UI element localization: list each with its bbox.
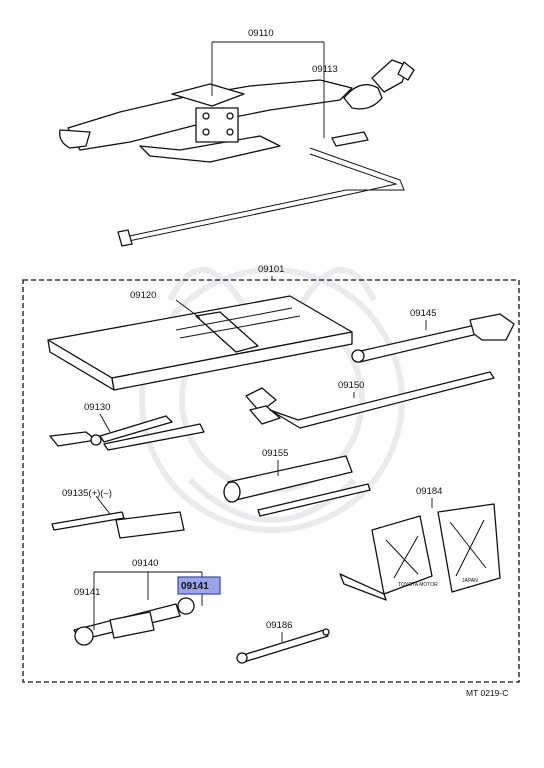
label-09110: 09110 [248, 28, 274, 39]
handle-bar[interactable] [236, 628, 330, 664]
label-09141-highlighted: 09141 [181, 581, 209, 592]
lug-wrench[interactable] [245, 371, 495, 429]
label-09145: 09145 [410, 308, 436, 319]
screwdriver[interactable] [51, 511, 185, 539]
leader-09140 [93, 571, 203, 630]
tool-bag[interactable] [47, 295, 353, 391]
label-09120: 09120 [130, 290, 156, 301]
label-09141-left: 09141 [74, 587, 100, 598]
label-09150: 09150 [338, 380, 364, 391]
jack-handle[interactable] [117, 131, 405, 247]
wrench-set[interactable] [73, 597, 195, 646]
label-09135: 09135(+)(–) [62, 488, 112, 499]
figure-code: MT 0219-C [466, 688, 508, 698]
leader-09130 [99, 413, 111, 433]
label-09155: 09155 [262, 448, 288, 459]
tool-kit-frame [22, 279, 520, 683]
wheel-chock-set[interactable]: TOYOTA MOTOR JAPAN [339, 503, 501, 601]
leader-09120 [175, 299, 201, 319]
leader-09110 [211, 41, 325, 96]
chock-stamp: TOYOTA MOTOR [398, 582, 438, 588]
adjustable-wrench[interactable] [351, 313, 515, 363]
highlight-09141[interactable] [177, 576, 221, 595]
label-09113: 09113 [312, 64, 338, 75]
label-09140: 09140 [132, 558, 158, 569]
label-09130: 09130 [84, 402, 110, 413]
spark-plug-wrench[interactable] [223, 455, 371, 517]
scissor-jack[interactable] [59, 59, 415, 163]
leader-09135 [95, 495, 111, 515]
label-09101: 09101 [258, 264, 284, 275]
pliers[interactable] [49, 415, 205, 451]
chock-stamp-2: JAPAN [462, 578, 478, 584]
label-09184: 09184 [416, 486, 442, 497]
label-09186: 09186 [266, 620, 292, 631]
